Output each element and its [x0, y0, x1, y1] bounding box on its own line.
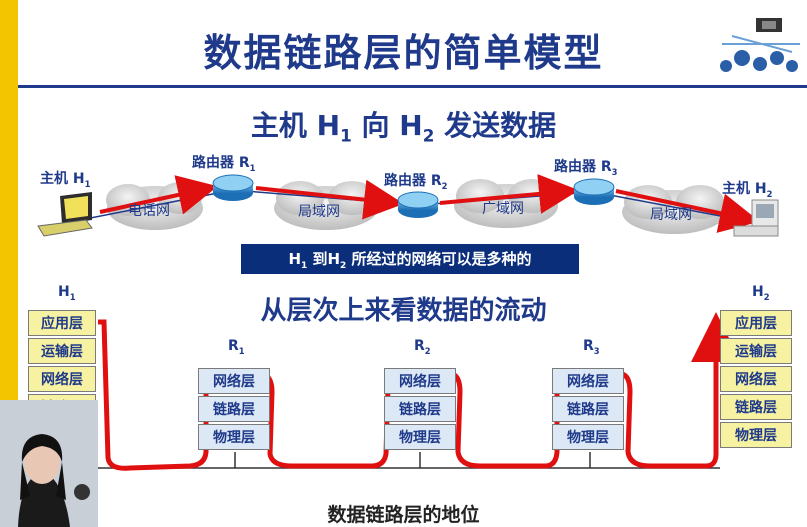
layer-transport: 运输层 — [28, 338, 96, 364]
stack-h2-label: H2 — [752, 284, 770, 302]
layer-network: 网络层 — [198, 368, 270, 394]
layer-link: 链路层 — [198, 396, 270, 422]
cloud-label-lan-2: 局域网 — [650, 207, 692, 223]
cloud-label-phone: 电话网 — [128, 203, 170, 219]
layer-link: 链路层 — [552, 396, 624, 422]
footer-caption: 数据链路层的地位 — [327, 504, 480, 526]
layer-application: 应用层 — [720, 310, 792, 336]
layer-physical: 物理层 — [720, 422, 792, 448]
router-r1-stack: 网络层 链路层 物理层 — [198, 368, 270, 452]
stack-r1-label: R1 — [228, 338, 245, 356]
router-r2-stack: 网络层 链路层 物理层 — [384, 368, 456, 452]
layer-flow-heading: 从层次上来看数据的流动 — [260, 296, 547, 326]
router-r3-icon — [573, 178, 615, 205]
layer-network: 网络层 — [720, 366, 792, 392]
stack-h1-label: H1 — [58, 284, 76, 302]
title-divider — [18, 85, 807, 88]
network-logo-icon — [720, 18, 800, 72]
router-r2-icon — [397, 191, 439, 218]
router-r1-icon — [212, 174, 254, 201]
router-r3-label: 路由器 R3 — [554, 159, 618, 177]
desktop-computer-icon — [733, 199, 779, 237]
cloud-label-lan-1: 局域网 — [298, 204, 340, 220]
layer-physical: 物理层 — [384, 424, 456, 450]
layer-physical: 物理层 — [198, 424, 270, 450]
presenter-avatar-icon — [0, 400, 98, 527]
presenter-webcam — [0, 400, 98, 527]
host-h1-label: 主机 H1 — [40, 171, 91, 189]
host-h2-label: 主机 H2 — [722, 181, 773, 199]
stack-r2-label: R2 — [414, 338, 431, 356]
cloud-label-wan: 广域网 — [482, 201, 524, 217]
layer-link: 链路层 — [720, 394, 792, 420]
networks-banner: H1 到H2 所经过的网络可以是多种的 — [241, 244, 579, 274]
laptop-icon — [37, 192, 93, 237]
layer-link: 链路层 — [384, 396, 456, 422]
router-r2-label: 路由器 R2 — [384, 173, 448, 191]
slide-subtitle: 主机 H1 向 H2 发送数据 — [250, 109, 557, 146]
host-h2-stack: 应用层 运输层 网络层 链路层 物理层 — [720, 310, 792, 450]
stack-r3-label: R3 — [583, 338, 600, 356]
router-r3-stack: 网络层 链路层 物理层 — [552, 368, 624, 452]
layer-network: 网络层 — [552, 368, 624, 394]
slide-title: 数据链路层的简单模型 — [203, 31, 604, 75]
layer-transport: 运输层 — [720, 338, 792, 364]
router-r1-label: 路由器 R1 — [192, 155, 256, 173]
layer-network: 网络层 — [384, 368, 456, 394]
left-accent-bar — [0, 0, 18, 527]
layer-physical: 物理层 — [552, 424, 624, 450]
layer-application: 应用层 — [28, 310, 96, 336]
layer-network: 网络层 — [28, 366, 96, 392]
